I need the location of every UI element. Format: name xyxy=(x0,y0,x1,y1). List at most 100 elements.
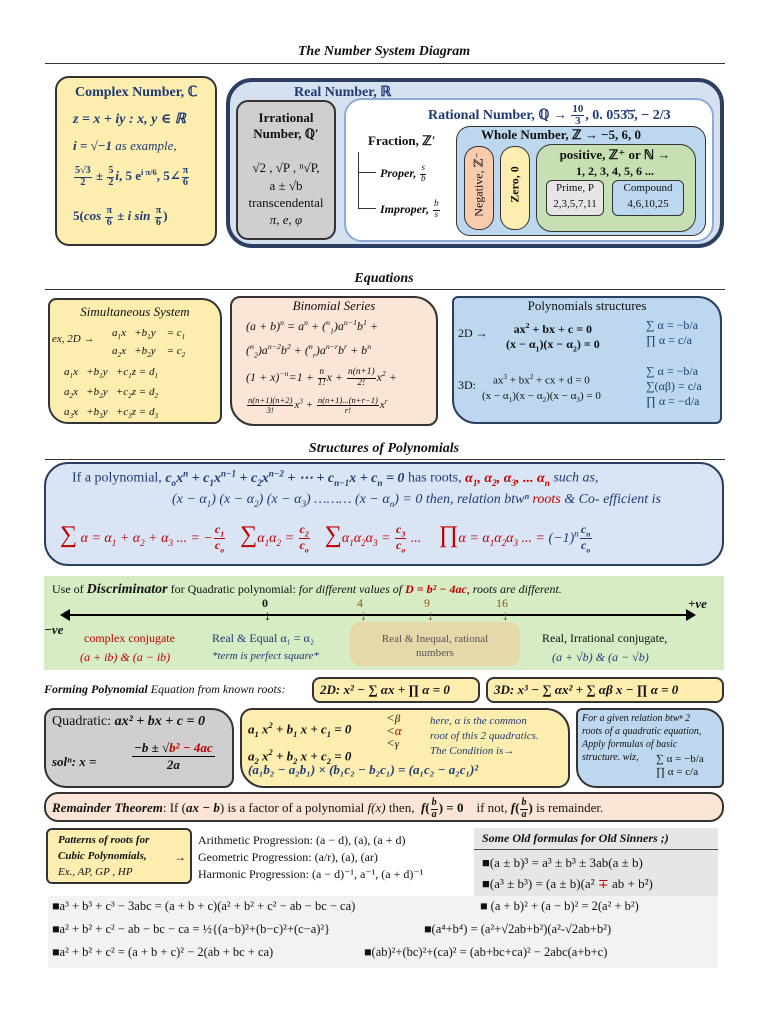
forming-3d: 3D: x³ − ∑ αx² + ∑ αβ x − ∏ α = 0 xyxy=(486,677,724,703)
irrational-transcendental: transcendental xyxy=(248,195,324,210)
binomial-l4: n(n+1)(n+2)3!x3 + n(n+1)...(n+r−1)r!xr xyxy=(247,395,388,415)
given-relation-formula: ∑ α = −b/a∏ α = c/a xyxy=(656,753,704,778)
complex-i-example: i = √−1 as example, xyxy=(73,138,177,153)
equations-title: Equations xyxy=(354,271,414,286)
number-line-left-arrow xyxy=(60,609,70,621)
real-title: Real Number, ℝ xyxy=(294,85,392,100)
simultaneous-example: ex, 2D → xyxy=(52,333,95,345)
negative-box: Negative, ℤ⁻ xyxy=(464,146,494,230)
quadratic-formula: −b ± √b² − 4ac 2a xyxy=(132,740,215,772)
quadratic-box: Quadratic: ax² + bx + c = 0 solⁿ: x = −b… xyxy=(44,708,234,788)
quadratic-eq: Quadratic: ax² + bx + c = 0 xyxy=(52,714,205,729)
tick-0-arrow: ↓ xyxy=(264,609,271,624)
structures-line1: If a polynomial, coxn + c1xn−1 + c2xn−2 … xyxy=(72,468,599,488)
negative-label: −ve xyxy=(44,622,64,637)
positive-values: 1, 2, 3, 4, 5, 6 ... xyxy=(576,164,654,178)
perfect-square-note: *term is perfect square* xyxy=(212,650,319,662)
compound-box: Compound 4,6,10,25 xyxy=(612,180,684,216)
poly-2d-eq: ax2 + bx + c = 0(x − α1)(x − α2) = 0 xyxy=(506,321,600,354)
irrational-title: Irrational Number, ℚ′ xyxy=(253,110,319,141)
tick-16-arrow: ↓ xyxy=(502,609,509,624)
poly-3d-label: 3D: xyxy=(458,378,476,392)
forming-label: Forming Polynomial Equation from known r… xyxy=(44,682,286,696)
formula-sum-of-cubes: ■(a³ ± b³) = (a ± b)(a² ∓ ab + b²) xyxy=(482,876,653,891)
complex-conjugate-label: complex conjugate xyxy=(84,631,175,645)
real-equal-label: Real & Equal α₁ = α₂ xyxy=(212,631,315,645)
tick-16: 16 xyxy=(496,596,508,610)
poly-2d-relations: ∑ α = −b/a∏ α = c/a xyxy=(646,318,699,347)
formula-fourth-power: ■(a⁴+b⁴) = (a²+√2ab+b²)(a²-√2ab+b²) xyxy=(424,922,612,936)
quadratic-sol-label: solⁿ: x = xyxy=(52,754,97,769)
tick-4-arrow: ↓ xyxy=(360,609,367,624)
structures-line2: (x − α1) (x − α2) (x − α3) ……… (x − αn) … xyxy=(172,492,662,509)
inequal-highlight xyxy=(350,622,520,666)
common-root-branch: <β<α<γ xyxy=(386,710,402,750)
binomial-l1: (a + b)n = an + (n1)an−1b1 + xyxy=(246,318,378,336)
common-root-condition: (a₁b₂ − a₂b₁) × (b₁c₂ − b₂c₁) = (a₁c₂ − … xyxy=(248,762,479,777)
complex-conjugate-example: (a + ib) & (a − ib) xyxy=(80,650,171,664)
simultaneous-box: Simultaneous System ex, 2D → a1x +b1y = … xyxy=(48,298,222,424)
binomial-box: Binomial Series (a + b)n = an + (n1)an−1… xyxy=(230,296,438,426)
number-line xyxy=(68,614,688,616)
irrational-box: Irrational Number, ℚ′ √2 , √P , ⁿ√P, a ±… xyxy=(236,100,336,240)
system-3d: a1x +b1y +c1z = d1 a2x +b2y +c2z = d2 a3… xyxy=(64,366,159,421)
tick-0: 0 xyxy=(262,596,268,610)
simultaneous-title: Simultaneous System xyxy=(80,304,190,319)
old-formulas-lower xyxy=(48,896,718,968)
formula-product-squares: ■(ab)²+(bc)²+(ca)² = (ab+bc+ca)² − 2abc(… xyxy=(364,945,608,959)
zero-label: Zero, 0 xyxy=(507,166,522,203)
irrational-conjugate-label: Real, Irrational conjugate, xyxy=(542,631,668,645)
whole-title: Whole Number, ℤ → −5, 6, 0 xyxy=(481,127,641,142)
poly-3d-relations: ∑ α = −b/a∑(αβ) = c/a∏ α = −d/a xyxy=(646,364,702,408)
formula-square-expand: ■a² + b² + c² = (a + b + c)² − 2(ab + bc… xyxy=(52,945,274,959)
discriminator-title: Use of Discriminator for Quadratic polyn… xyxy=(52,582,562,597)
positive-label: +ve xyxy=(688,596,707,611)
formula-abc-square: ■a² + b² + c² − ab − bc − ca = ½{(a−b)²+… xyxy=(52,922,331,936)
formula-abc-cube: ■a³ + b³ + c³ − 3abc = (a + b + c)(a² + … xyxy=(52,899,356,913)
irrational-surd: a ± √b xyxy=(269,178,303,193)
complex-number-box: Complex Number, ℂ z = x + iy : x, y ∈ ℝ … xyxy=(55,76,217,246)
irrational-constants: π, e, φ xyxy=(269,212,303,227)
poly-2d-label: 2D → xyxy=(458,326,488,340)
irrational-conjugate-example: (a + √b) & (a − √b) xyxy=(552,650,649,664)
fraction-tree-line xyxy=(358,152,359,208)
divider xyxy=(45,63,725,64)
remainder-theorem-box: Remainder Theorem: If (ax − b) is a fact… xyxy=(44,792,724,822)
compound-values: 4,6,10,25 xyxy=(627,198,669,210)
polynomial-structures-box: Polynomials structures 2D → ax2 + bx + c… xyxy=(452,296,722,424)
polynomial-structures-title: Polynomials structures xyxy=(527,298,647,313)
complex-title: Complex Number, ℂ xyxy=(75,85,198,100)
binomial-l2: (n2)an−2b2 + (nr)an−rbr + bn xyxy=(246,342,372,360)
poly-3d-eq: ax3 + bx2 + cx + d = 0(x − α1)(x − α2)(x… xyxy=(482,373,601,404)
prime-values: 2,3,5,7,11 xyxy=(553,198,597,210)
irrational-roots: √2 , √P , ⁿ√P, xyxy=(252,160,320,175)
binomial-title: Binomial Series xyxy=(292,298,376,313)
complex-definition: z = x + iy : x, y ∈ ℝ xyxy=(73,112,186,127)
zero-box: Zero, 0 xyxy=(500,146,530,230)
number-line-right-arrow xyxy=(686,609,696,621)
real-inequal-label: Real & Inequal, rational numbers xyxy=(381,633,489,659)
progressions: Arithmetic Progression: (a − d), (a), (a… xyxy=(198,833,424,881)
negative-label: Negative, ℤ⁻ xyxy=(471,152,486,217)
prime-box: Prime, P 2,3,5,7,11 xyxy=(546,180,604,216)
formula-cube-sum: ■(a ± b)³ = a³ ± b³ ± 3ab(a ± b) xyxy=(482,855,643,870)
fraction-title: Fraction, ℤ′ xyxy=(368,133,436,148)
formula-square-sum: ■ (a + b)² + (a − b)² = 2(a² + b²) xyxy=(480,899,639,913)
divider xyxy=(45,459,725,460)
patterns-arrow: → xyxy=(174,850,186,864)
